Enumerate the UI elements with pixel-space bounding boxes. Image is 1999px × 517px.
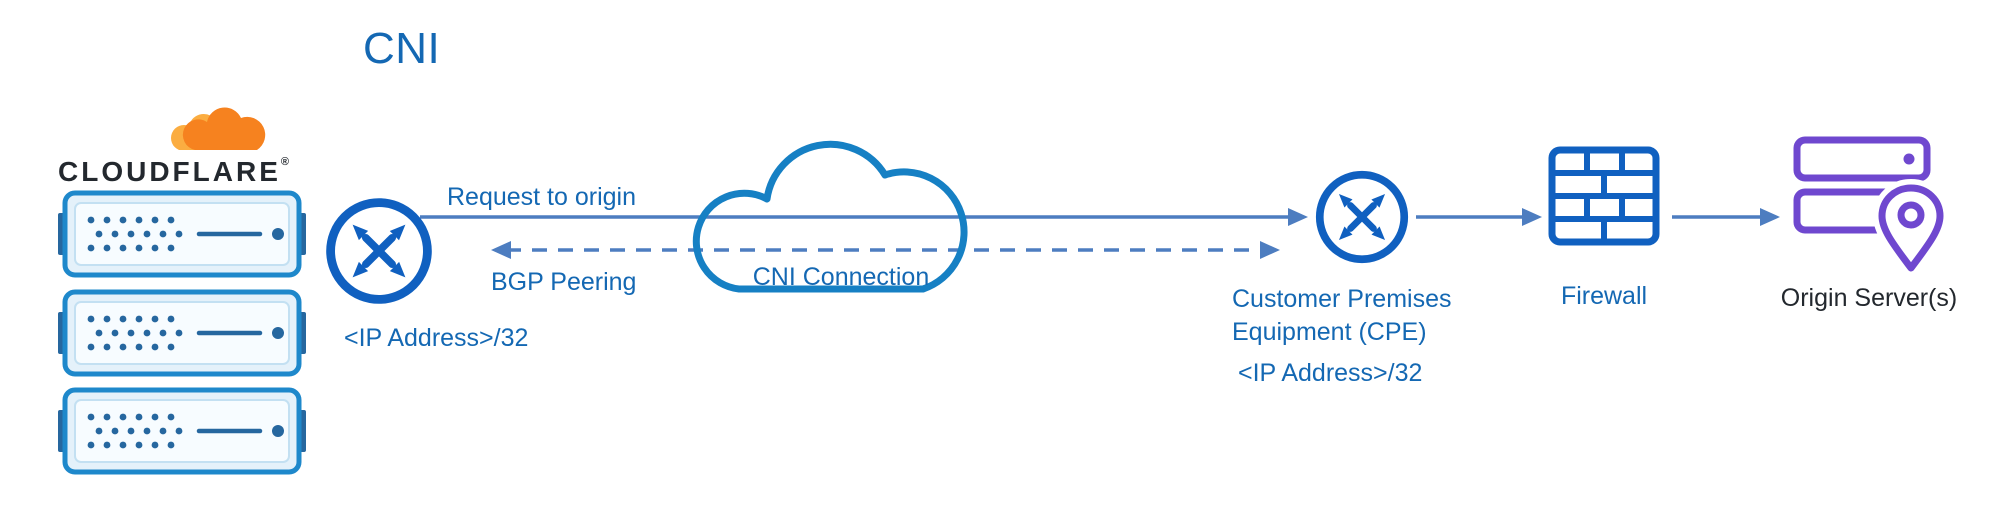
- origin-server-icon: [1793, 136, 1947, 275]
- firewall-icon: [1548, 146, 1660, 246]
- router-icon: [326, 198, 432, 304]
- firewall-to-origin-head: [1760, 208, 1780, 226]
- bgp-arrow-head-left: [491, 241, 511, 259]
- bgp-peering-label: BGP Peering: [491, 268, 637, 296]
- edge-server-icon: [58, 387, 306, 475]
- cloudflare-cloud-icon: [171, 107, 266, 150]
- router-ip-label: <IP Address>/32: [344, 324, 529, 352]
- server-dot-pattern: [87, 315, 183, 351]
- server-dot-pattern: [87, 216, 183, 252]
- cpe-ip-label: <IP Address>/32: [1238, 359, 1423, 387]
- edge-server-icon: [58, 289, 306, 377]
- cpe-router-icon: [1315, 170, 1409, 264]
- firewall-label: Firewall: [1560, 282, 1648, 310]
- server-dot-pattern: [87, 413, 183, 449]
- cloudflare-wordmark-text: CLOUDFLARE: [58, 156, 281, 187]
- request-arrow-head: [1288, 208, 1308, 226]
- bgp-arrow-head-right: [1260, 241, 1280, 259]
- diagram-title: CNI: [363, 24, 441, 73]
- cpe-label-line2: Equipment (CPE): [1232, 317, 1427, 346]
- cni-cloud-icon: [692, 140, 968, 293]
- registered-mark: ®: [280, 156, 289, 168]
- cloudflare-wordmark: CLOUDFLARE®: [58, 156, 289, 188]
- edge-server-icon: [58, 190, 306, 278]
- cpe-to-firewall-head: [1522, 208, 1542, 226]
- origin-server-label: Origin Server(s): [1780, 284, 1958, 312]
- request-to-origin-label: Request to origin: [447, 183, 637, 211]
- cni-connection-label: CNI Connection: [752, 263, 930, 291]
- cpe-label: Customer Premises Equipment (CPE): [1232, 283, 1512, 348]
- cpe-label-line1: Customer Premises: [1232, 285, 1452, 313]
